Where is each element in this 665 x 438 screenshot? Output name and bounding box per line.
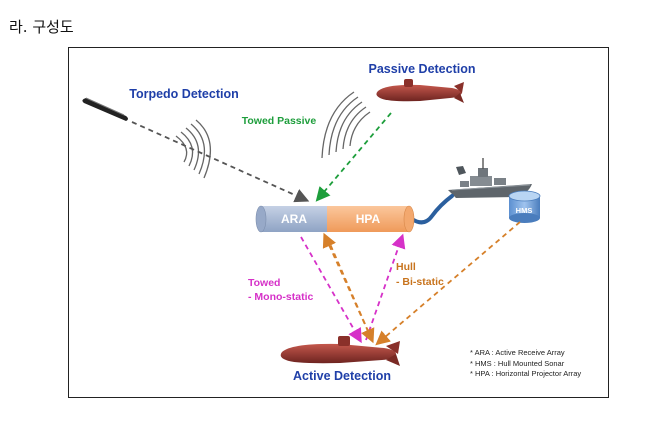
submarine-icon	[280, 336, 400, 366]
hull-bi-label-2: - Bi-static	[396, 276, 444, 288]
note-hpa: * HPA : Horizontal Projector Array	[470, 369, 582, 378]
towed-mono-label-2: - Mono-static	[248, 291, 313, 303]
ara-segment	[261, 206, 327, 232]
torpedo-icon	[82, 97, 128, 121]
torpedo-detection-label: Torpedo Detection	[129, 87, 239, 101]
hms-label: HMS	[516, 206, 533, 215]
mono-static-arrow-up	[365, 233, 406, 341]
hull-bi-label: Hull	[396, 261, 416, 273]
passive-signal-arrow	[315, 112, 392, 202]
torpedo-signal-arrow	[131, 121, 310, 203]
sound-wave-icon	[175, 119, 211, 179]
passive-detection-label: Passive Detection	[369, 62, 476, 76]
submarine-icon	[376, 79, 464, 103]
tow-cable	[410, 194, 454, 225]
towed-passive-label: Towed Passive	[242, 115, 317, 127]
active-detection-label: Active Detection	[293, 369, 391, 383]
hpa-segment	[327, 206, 409, 232]
towed-mono-label: Towed	[248, 277, 280, 289]
bi-static-arrow-up	[322, 232, 373, 341]
hms-cylinder	[508, 190, 541, 223]
note-hms: * HMS : Hull Mounted Sonar	[470, 358, 565, 368]
hms-bi-static-arrow	[375, 221, 521, 346]
section-heading: 라. 구성도	[9, 18, 74, 36]
ara-label: ARA	[281, 212, 307, 226]
towed-array	[255, 205, 415, 233]
legend-notes: * ARA : Active Receive Array * HMS : Hul…	[470, 348, 581, 380]
note-ara: * ARA : Active Receive Array	[470, 348, 565, 357]
sound-wave-icon	[321, 91, 371, 159]
mono-static-arrow-down	[300, 236, 362, 344]
hpa-label: HPA	[356, 212, 381, 226]
